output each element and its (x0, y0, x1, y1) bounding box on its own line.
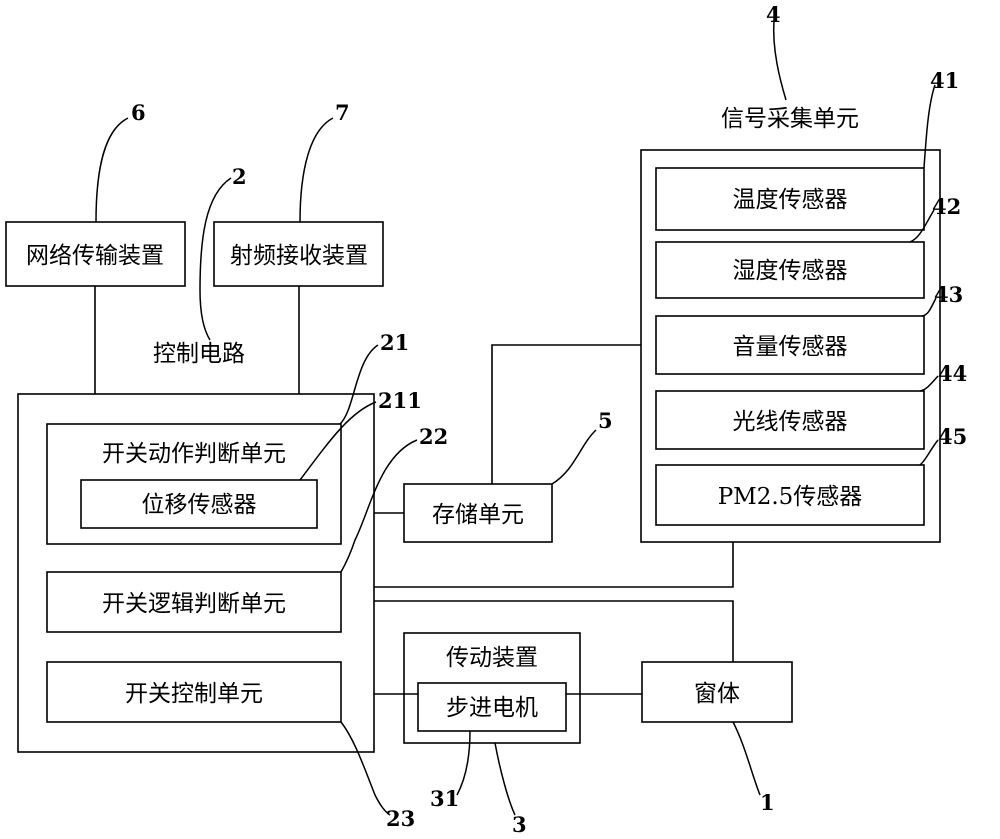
leader-45 (919, 439, 939, 466)
volume-sensor-box: 音量传感器 (655, 315, 925, 375)
leader-42 (909, 209, 935, 243)
ref-31: 31 (430, 786, 459, 811)
network-device-label: 网络传输装置 (26, 243, 164, 269)
switch-control-unit-box: 开关控制单元 (46, 661, 342, 723)
leader-21 (339, 344, 379, 425)
storage-unit-box: 存储单元 (403, 483, 553, 543)
switch-action-unit-label: 开关动作判断单元 (102, 441, 286, 467)
ref-41: 41 (930, 68, 959, 93)
pm25-sensor-label: PM2.5传感器 (718, 484, 863, 510)
stepper-motor-box: 步进电机 (417, 682, 567, 732)
wire-control-to-window (374, 600, 734, 662)
storage-unit-label: 存储单元 (432, 502, 524, 528)
switch-logic-unit-box: 开关逻辑判断单元 (46, 571, 342, 633)
ref-211: 211 (378, 388, 422, 413)
leader-lines (95, 19, 939, 816)
ref-44: 44 (938, 361, 967, 386)
network-device-box: 网络传输装置 (5, 221, 186, 287)
ref-45: 45 (938, 424, 967, 449)
ref-3: 3 (512, 812, 527, 837)
transmission-device-box: 传动装置 (403, 632, 581, 744)
displacement-sensor-box: 位移传感器 (80, 479, 318, 529)
light-sensor-box: 光线传感器 (655, 390, 925, 450)
signal-unit-box: 信号采集单元 (640, 106, 941, 543)
temp-sensor-box: 温度传感器 (655, 167, 925, 231)
leader-7 (299, 117, 334, 223)
reference-numerals: 6 7 2 21 211 22 5 4 41 42 43 44 45 23 31… (131, 2, 967, 837)
window-body-box: 窗体 (641, 661, 793, 723)
leader-41 (923, 84, 936, 169)
window-body-label: 窗体 (694, 681, 740, 707)
rf-receiver-box: 射频接收装置 (213, 221, 384, 287)
leader-22 (340, 439, 418, 573)
humidity-sensor-label: 湿度传感器 (733, 258, 848, 284)
ref-43: 43 (934, 282, 963, 307)
displacement-sensor-label: 位移传感器 (142, 492, 257, 518)
ref-6: 6 (131, 100, 146, 125)
switch-logic-unit-label: 开关逻辑判断单元 (102, 591, 286, 617)
leader-211 (299, 401, 377, 481)
control-circuit-label: 控制电路 (153, 341, 245, 367)
ref-4: 4 (766, 2, 781, 27)
control-circuit-box: 控制电路 (17, 341, 375, 753)
ref-5: 5 (598, 408, 613, 433)
connection-wires (94, 286, 734, 695)
stepper-motor-label: 步进电机 (446, 695, 538, 721)
leader-31 (456, 730, 471, 796)
ref-23: 23 (386, 806, 415, 831)
leader-3 (494, 742, 516, 816)
volume-sensor-label: 音量传感器 (733, 334, 848, 360)
switch-control-unit-label: 开关控制单元 (125, 681, 263, 707)
leader-23 (340, 721, 391, 816)
temp-sensor-label: 温度传感器 (733, 187, 848, 213)
wire-control-to-signal-unit (374, 542, 734, 588)
leader-1 (732, 721, 761, 796)
rf-receiver-label: 射频接收装置 (230, 243, 368, 269)
switch-action-unit-box: 开关动作判断单元 (46, 423, 342, 545)
pm25-sensor-box: PM2.5传感器 (655, 464, 925, 526)
light-sensor-label: 光线传感器 (733, 409, 848, 435)
ref-21: 21 (380, 330, 409, 355)
wire-storage-to-signal-unit (491, 344, 641, 484)
leader-6 (95, 117, 129, 223)
leader-43 (921, 297, 937, 317)
signal-unit-label: 信号采集单元 (721, 106, 859, 132)
transmission-device-label: 传动装置 (446, 645, 538, 671)
ref-22: 22 (419, 424, 448, 449)
ref-2: 2 (232, 164, 247, 189)
leader-5 (551, 429, 597, 485)
leader-4 (772, 19, 787, 101)
ref-7: 7 (335, 100, 350, 125)
humidity-sensor-box: 湿度传感器 (655, 241, 925, 299)
leader-2 (199, 177, 232, 341)
ref-42: 42 (932, 194, 961, 219)
ref-1: 1 (760, 790, 775, 815)
leader-44 (919, 375, 939, 392)
